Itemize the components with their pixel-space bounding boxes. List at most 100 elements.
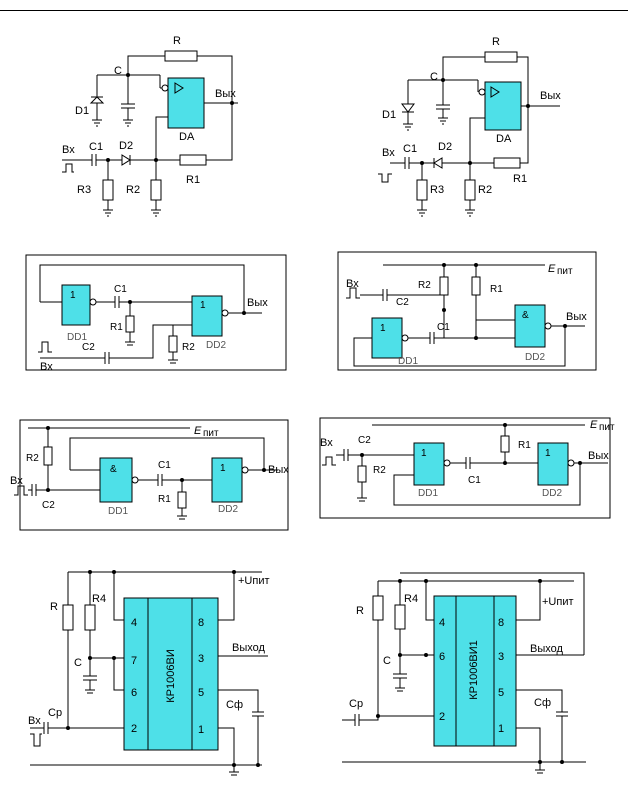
svg-text:E: E <box>590 419 598 431</box>
svg-text:3: 3 <box>498 651 504 663</box>
svg-text:R1: R1 <box>490 284 503 295</box>
gate-DD2 <box>191 295 223 337</box>
gate-DD1 <box>413 442 445 486</box>
svg-text:1: 1 <box>220 463 226 474</box>
label-R: R <box>356 605 364 617</box>
svg-text:6: 6 <box>439 651 445 663</box>
label-R: R <box>50 601 58 613</box>
circuit-timer-kr1006vi1: +Uпит КР1006ВИ1 4 6 2 8 3 5 1 Выход Cф R… <box>342 572 586 774</box>
label-Cp: Cp <box>349 698 363 710</box>
circuit-timer-kr1006vi: +Uпит КР1006ВИ 4 7 6 2 8 3 5 1 Выход Cф … <box>28 570 270 776</box>
gate-DD1 <box>61 284 91 326</box>
label-output: Вых <box>247 297 268 309</box>
svg-text:R1: R1 <box>110 322 123 333</box>
gate-DD1 <box>99 457 133 503</box>
svg-text:&: & <box>110 464 117 475</box>
opamp-DA <box>484 81 522 131</box>
label-D2: D2 <box>438 141 452 153</box>
svg-text:1: 1 <box>198 724 204 736</box>
svg-text:C1: C1 <box>158 460 171 471</box>
gate-DD2 <box>537 442 569 486</box>
circuit-opamp-monostable-2: R C DA Вых D1 D2 Вх C1 R1 R3 R2 <box>378 36 561 217</box>
label-R1: R1 <box>513 173 527 185</box>
circuit-opamp-monostable-1: R C DA Вых D1 Вх C1 D2 R1 R3 R2 <box>62 35 238 217</box>
svg-text:DD2: DD2 <box>542 488 562 499</box>
label-output: Вых <box>540 90 561 102</box>
svg-text:R1: R1 <box>518 440 531 451</box>
circuit-logic-monostable-1: 1 C1 DD1 R1 1 Вых DD2 R2 C2 Вх <box>25 254 287 373</box>
svg-text:E: E <box>548 263 556 275</box>
svg-text:пит: пит <box>599 422 615 433</box>
label-Cf: Cф <box>226 699 243 711</box>
label-R: R <box>173 35 181 47</box>
svg-text:2: 2 <box>439 711 445 723</box>
svg-text:4: 4 <box>439 617 445 629</box>
svg-text:R2: R2 <box>26 453 39 464</box>
label-input: Вх <box>382 147 395 159</box>
svg-text:DD2: DD2 <box>525 352 545 363</box>
svg-text:DD1: DD1 <box>418 488 438 499</box>
svg-text:5: 5 <box>498 687 504 699</box>
label-input: Вх <box>320 437 333 449</box>
svg-text:&: & <box>522 310 529 321</box>
label-DA: DA <box>179 131 195 143</box>
label-output: Вых <box>566 311 587 323</box>
label-D2: D2 <box>119 140 133 152</box>
svg-text:3: 3 <box>198 653 204 665</box>
resistor-R1 <box>179 154 207 166</box>
gate-DD2 <box>211 457 243 503</box>
label-input: Вх <box>28 715 41 727</box>
page-header-rule <box>0 10 628 11</box>
svg-text:1: 1 <box>70 290 76 301</box>
svg-text:E: E <box>194 425 202 437</box>
label-input: Вх <box>346 278 359 290</box>
svg-text:C2: C2 <box>82 342 95 353</box>
label-output: Вых <box>268 464 289 476</box>
resistor-R3 <box>102 179 114 201</box>
label-input: Вх <box>62 144 75 156</box>
label-output: Вых <box>215 88 236 100</box>
label-R2: R2 <box>478 184 492 196</box>
label-C1: C1 <box>89 141 103 153</box>
svg-text:R2: R2 <box>418 280 431 291</box>
svg-text:1: 1 <box>380 323 386 334</box>
svg-text:C1: C1 <box>114 284 127 295</box>
circuit-logic-monostable-4: E пит R1 Вх C2 R2 1 C1 DD1 1 Вых DD2 <box>319 417 615 519</box>
label-R1: R1 <box>186 174 200 186</box>
svg-text:4: 4 <box>131 617 137 629</box>
resistor-R2 <box>150 179 162 201</box>
svg-text:8: 8 <box>498 617 504 629</box>
label-input: Вх <box>40 361 53 373</box>
chip-label: КР1006ВИ1 <box>468 640 480 700</box>
label-R: R <box>492 36 500 48</box>
svg-text:R2: R2 <box>182 342 195 353</box>
svg-text:7: 7 <box>131 655 137 667</box>
label-C: C <box>114 65 122 77</box>
svg-text:DD1: DD1 <box>398 356 418 367</box>
svg-text:R1: R1 <box>158 494 171 505</box>
label-supply: +Uпит <box>542 596 574 608</box>
label-C: C <box>74 657 82 669</box>
timer-chip-KR1006VI1 <box>433 595 517 747</box>
circuit-logic-monostable-2: E пит R2 R1 Вх C2 1 C1 DD1 & Вых DD2 <box>337 251 597 371</box>
svg-text:пит: пит <box>557 266 573 277</box>
label-C: C <box>430 71 438 83</box>
label-output: Выход <box>530 643 563 655</box>
svg-text:DD1: DD1 <box>108 506 128 517</box>
gate-DD1 <box>371 317 403 359</box>
gate-DD2 <box>514 304 546 348</box>
svg-text:2: 2 <box>131 723 137 735</box>
svg-text:5: 5 <box>198 687 204 699</box>
svg-text:8: 8 <box>198 617 204 629</box>
timer-chip-KR1006VI <box>123 597 219 751</box>
resistor-R <box>164 50 198 62</box>
svg-text:6: 6 <box>131 687 137 699</box>
circuit-logic-monostable-3: E пит R2 Вх C2 & C1 DD1 R1 1 Вых DD2 <box>10 419 289 531</box>
svg-text:пит: пит <box>203 428 219 439</box>
label-R2: R2 <box>126 184 140 196</box>
svg-text:C1: C1 <box>468 475 481 486</box>
opamp-DA <box>167 77 205 129</box>
svg-text:DD1: DD1 <box>67 332 87 343</box>
svg-text:C2: C2 <box>358 435 371 446</box>
svg-text:C2: C2 <box>42 500 55 511</box>
